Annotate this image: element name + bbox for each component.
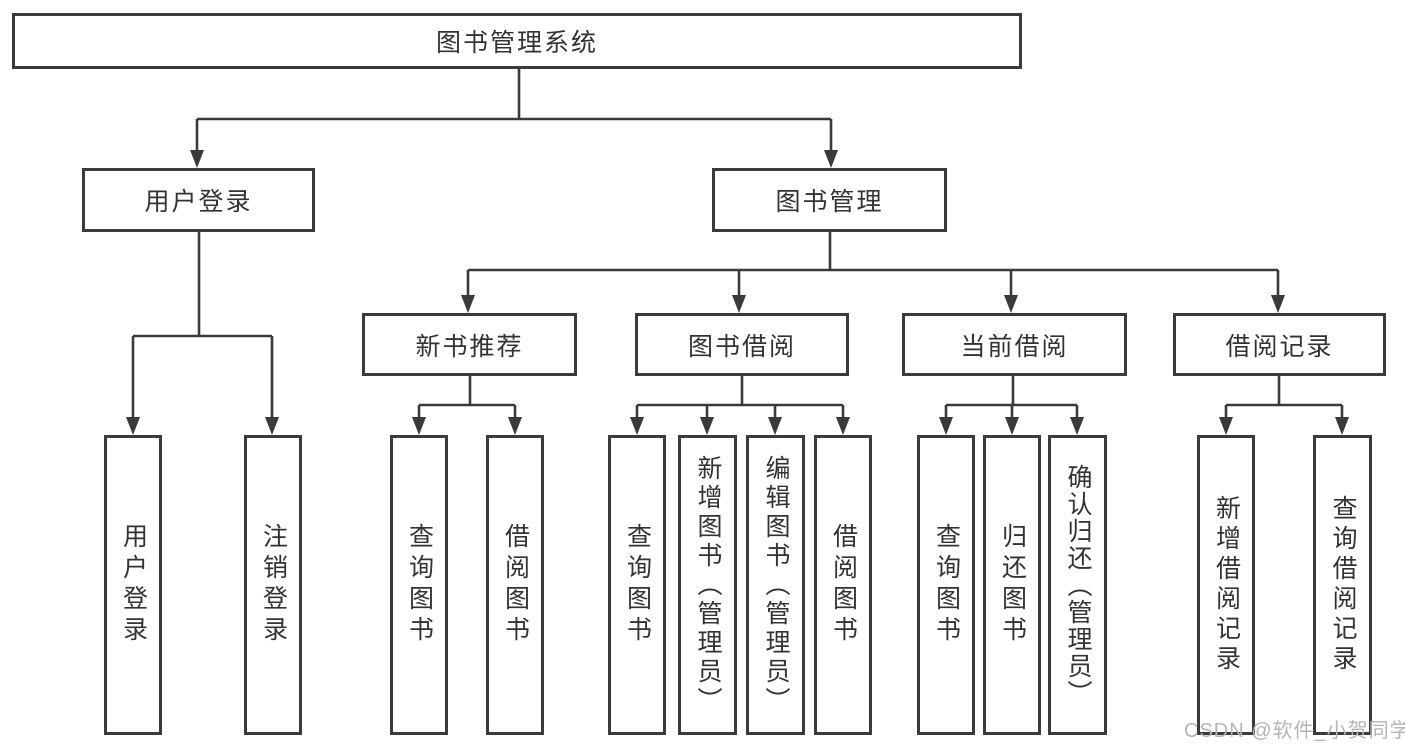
- leaf-label: 确认归还（管理员）: [1064, 463, 1092, 707]
- leaf-label: 新增借阅记录: [1212, 495, 1241, 675]
- node-user-login-branch: 用户登录: [82, 168, 315, 232]
- leaf-confirm-return-admin: 确认归还（管理员）: [1048, 435, 1107, 735]
- leaf-query-books-borrow: 查询图书: [608, 435, 666, 735]
- leaf-label: 注销登录: [259, 523, 288, 647]
- leaf-label: 新增图书（管理员）: [694, 454, 722, 716]
- leaf-label: 借阅图书: [501, 523, 530, 647]
- leaf-label: 归还图书: [998, 523, 1027, 647]
- leaf-return-books: 归还图书: [983, 435, 1041, 735]
- node-label: 新书推荐: [415, 332, 524, 361]
- node-label: 用户登录: [144, 188, 253, 216]
- leaf-edit-books-admin: 编辑图书（管理员）: [746, 435, 805, 735]
- leaf-query-books-recommend: 查询图书: [390, 435, 448, 735]
- node-label: 图书借阅: [687, 332, 796, 361]
- leaf-borrow-books-recommend: 借阅图书: [486, 435, 544, 735]
- leaf-label: 用户登录: [119, 523, 148, 647]
- node-book-borrowing: 图书借阅: [635, 313, 849, 376]
- node-borrowing-records: 借阅记录: [1173, 313, 1386, 376]
- node-label: 借阅记录: [1225, 332, 1334, 361]
- node-label: 图书管理: [775, 188, 884, 216]
- node-label: 图书管理系统: [435, 29, 598, 57]
- leaf-query-borrow-record: 查询借阅记录: [1313, 435, 1372, 735]
- leaf-borrow-books: 借阅图书: [814, 435, 872, 735]
- node-current-borrowing: 当前借阅: [902, 313, 1127, 376]
- leaf-query-books-current: 查询图书: [917, 435, 975, 735]
- leaf-label: 查询借阅记录: [1329, 495, 1357, 675]
- csdn-watermark: CSDN @软件_小贺同学: [1184, 720, 1405, 742]
- leaf-label: 查询图书: [932, 523, 961, 647]
- leaf-add-borrow-record: 新增借阅记录: [1197, 435, 1255, 735]
- node-label: 当前借阅: [960, 332, 1069, 361]
- leaf-logout: 注销登录: [244, 435, 302, 735]
- leaf-label: 借阅图书: [829, 523, 858, 647]
- leaf-label: 查询图书: [623, 523, 652, 647]
- leaf-label: 编辑图书（管理员）: [762, 454, 790, 716]
- leaf-label: 查询图书: [405, 523, 434, 647]
- node-book-management-branch: 图书管理: [712, 168, 947, 232]
- leaf-user-login: 用户登录: [104, 435, 162, 735]
- node-library-management-system: 图书管理系统: [12, 13, 1022, 69]
- leaf-add-books-admin: 新增图书（管理员）: [678, 435, 737, 735]
- node-new-book-recommendation: 新书推荐: [362, 313, 577, 376]
